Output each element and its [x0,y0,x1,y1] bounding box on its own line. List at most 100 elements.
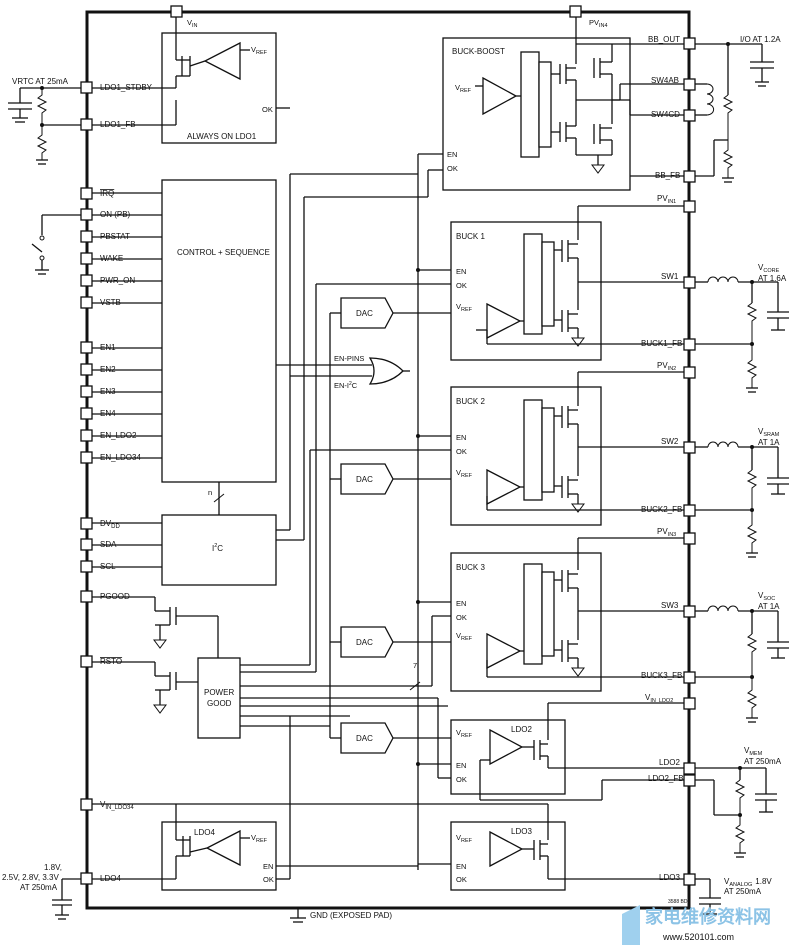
power-good-block [197,657,241,739]
pin-label-vin-ldo34: VIN_LDO34 [100,800,134,811]
watermark: 家电维修资料网 www.520101.com [622,905,771,945]
bb-driver [520,51,540,158]
ldo2-block [450,719,566,795]
bb-en: EN [447,150,457,159]
resistor-icon [746,633,758,677]
pin-label-ldo2-fb: LDO2_FB [648,774,684,783]
watermark-logo-icon [622,905,640,945]
pin-label-pvin1: PVIN1 [657,194,676,205]
power-good-label-2: GOOD [207,699,232,708]
inductor-icon [707,441,739,448]
ldo4-out-3: AT 250mA [20,883,58,892]
pin-pvin4 [569,5,582,18]
control-sequence-label: CONTROL + SEQUENCE [177,248,270,257]
pin-label-sw1: SW1 [661,272,679,281]
buck3-amp-icon [486,632,522,670]
svg-text:家电维修资料网: 家电维修资料网 [645,906,771,927]
resistor-icon [734,779,746,815]
vsoc-at: AT 1A [758,602,780,611]
resistor-icon [746,677,758,718]
resistor-icon [746,469,758,510]
inductor-icon [707,276,739,283]
label-pvin4: PVIN4 [589,18,608,29]
resistor-icon [746,344,758,388]
vsoc-label: VSOC [758,591,775,602]
buck3-en: EN [456,599,466,608]
pin-label-buck3-fb: BUCK3_FB [641,671,682,680]
pin-label-ldo1-fb: LDO1_FB [100,120,136,129]
dac-3: DAC [340,626,394,658]
ldo4-vref: VREF [251,833,268,844]
ldo2-amp-icon [489,728,524,766]
svg-text:DAC: DAC [356,734,373,743]
vmem-label: VMEM [744,746,763,757]
ldo2-ok: OK [456,775,467,784]
always-on-label: ALWAYS ON LDO1 [187,132,257,141]
buck1-vref: VREF [456,302,473,313]
en-pins-label: EN-PINS [334,354,364,363]
pin-vin [170,5,183,18]
vcore-label: VCORE [758,263,780,274]
ldo3-block-label: LDO3 [511,827,532,836]
vsram-at: AT 1A [758,438,780,447]
dac-4: DAC [340,722,394,754]
ldo4-en: EN [263,862,273,871]
bus-n-label: n [208,488,212,497]
pin-label-vin-ldo2: VIN_LDO2 [645,693,673,704]
svg-text:DAC: DAC [356,475,373,484]
vsram-label: VSRAM [758,427,780,438]
buck2-vref: VREF [456,468,473,479]
buck2-amp-icon [486,468,522,506]
pin-label-ldo3: LDO3 [659,873,680,882]
dac-1: DAC [340,297,394,329]
power-good-label-1: POWER [204,688,234,697]
i2c-label: I2C [212,543,223,553]
vanalog-at: AT 250mA [724,887,762,896]
resistor-icon [722,94,734,140]
pin-label-bb-out: BB_OUT [648,35,680,44]
ldo2-en: EN [456,761,466,770]
pin-label-ldo1-stdby: LDO1_STDBY [100,83,153,92]
buck1-amp-icon [486,302,522,340]
buck2-label: BUCK 2 [456,397,485,406]
ldo4-amp-icon [205,829,241,867]
or-gate-icon [368,357,404,385]
ldo3-ok: OK [456,875,467,884]
ldo2-vref: VREF [456,728,473,739]
bus-7-label: 7 [413,661,417,670]
pin-label-bb-fb: BB_FB [655,171,680,180]
buck1-en: EN [456,267,466,276]
resistor-icon [734,815,746,853]
ldo4-out-1: 1.8V, [44,863,62,872]
ldo1-vref: VREF [251,45,268,56]
inductor-icon [707,605,739,612]
svg-text:DAC: DAC [356,638,373,647]
buck3-ok: OK [456,613,467,622]
label-vin: VIN [187,18,198,29]
dac-2: DAC [340,463,394,495]
bb-amp-icon [482,76,518,116]
gnd-label: GND (EXPOSED PAD) [310,911,392,920]
control-sequence-block [161,179,277,483]
vrtc-label: VRTC AT 25mA [12,77,69,86]
right-pins [683,37,696,886]
ldo4-block-label: LDO4 [194,828,215,837]
svg-text:DAC: DAC [356,309,373,318]
en-i2c-label: EN-I2C [334,381,358,390]
vmem-at: AT 250mA [744,757,782,766]
ldo1-ok: OK [262,105,273,114]
pin-label-sw3: SW3 [661,601,679,610]
buck3-label: BUCK 3 [456,563,485,572]
resistor-icon [36,88,48,125]
resistor-icon [746,302,758,344]
pin-label-buck2-fb: BUCK2_FB [641,505,682,514]
bb-ok: OK [447,164,458,173]
ldo3-en: EN [456,862,466,871]
resistor-icon [746,510,758,553]
buck2-ok: OK [456,447,467,456]
ldo3-vref: VREF [456,833,473,844]
part-code: 3588 BD [668,899,688,905]
ldo2-block-label: LDO2 [511,725,532,734]
i2c-block [161,514,277,586]
